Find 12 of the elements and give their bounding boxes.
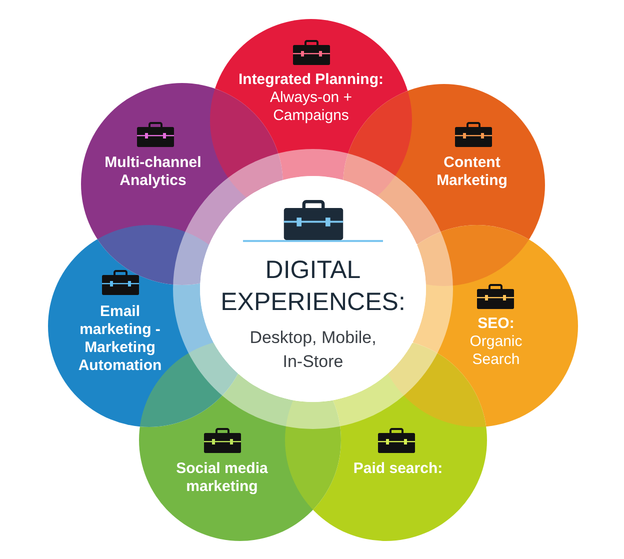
- topic-subtitle: Organic Search: [468, 333, 524, 369]
- topic-title: Multi-channel Analytics: [104, 154, 202, 190]
- topic-title: Email marketing - Marketing Automation: [77, 303, 163, 375]
- topic-title: Paid search:: [352, 460, 444, 478]
- topic-subtitle: Always-on + Campaigns: [268, 89, 354, 125]
- topic-title: Social media marketing: [175, 460, 269, 496]
- center-subtitle: Desktop, Mobile, In-Store: [248, 327, 378, 373]
- center-circle: [200, 176, 426, 402]
- center-title: DIGITAL EXPERIENCES:: [220, 255, 406, 318]
- topic-title: Integrated Planning:: [237, 71, 384, 89]
- topic-title: SEO:: [476, 315, 516, 333]
- topic-title: Content Marketing: [436, 154, 508, 190]
